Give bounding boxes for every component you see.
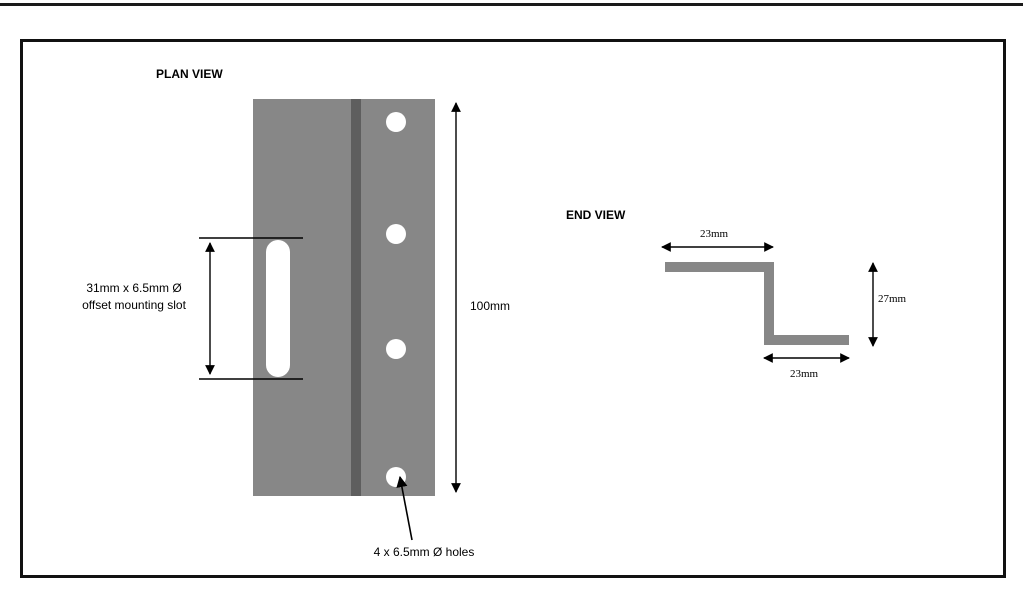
hole-2 xyxy=(386,224,406,244)
slot-label-line1: 31mm x 6.5mm Ø xyxy=(86,281,181,295)
holes-leader-arrow xyxy=(396,475,413,541)
z-profile xyxy=(665,262,849,345)
height-label: 27mm xyxy=(878,293,907,305)
mounting-slot xyxy=(266,240,290,377)
slot-dimension xyxy=(199,237,303,380)
holes-label: 4 x 6.5mm Ø holes xyxy=(374,545,475,559)
top-flange-label: 23mm xyxy=(700,228,729,240)
fold-line xyxy=(351,99,361,496)
end-view-title: END VIEW xyxy=(566,208,626,222)
drawing-frame xyxy=(20,39,1006,578)
plan-view-title: PLAN VIEW xyxy=(156,67,223,81)
hole-4 xyxy=(386,467,406,487)
hole-3 xyxy=(386,339,406,359)
slot-label-line2: offset mounting slot xyxy=(82,298,187,312)
top-rule xyxy=(0,3,1023,6)
hole-1 xyxy=(386,112,406,132)
length-label: 100mm xyxy=(470,299,510,313)
bracket-plate xyxy=(253,99,435,496)
bottom-flange-label: 23mm xyxy=(790,368,819,380)
